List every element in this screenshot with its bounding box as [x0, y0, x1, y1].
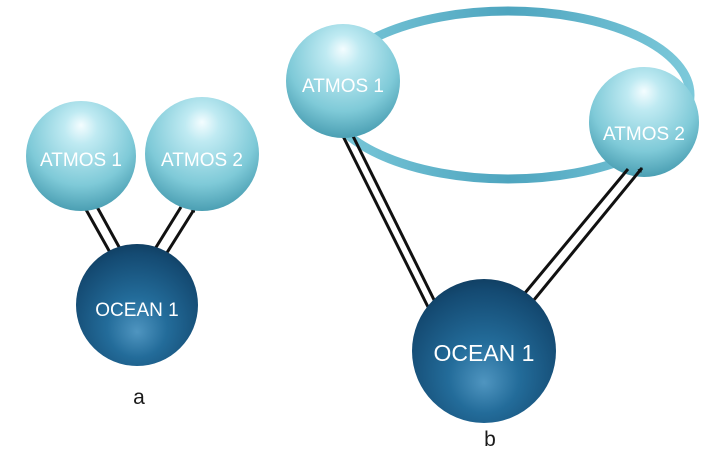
- atmos1-label-a: ATMOS 1: [40, 150, 122, 171]
- atmos1-label-b: ATMOS 1: [302, 76, 384, 97]
- ocean1-label-b: OCEAN 1: [434, 340, 535, 366]
- ocean1-sphere-b: [412, 279, 556, 423]
- panel-label-b: b: [484, 428, 496, 451]
- arrow-b-atmos1-to-ocean: [347, 127, 446, 321]
- diagram-b-arrows: [335, 123, 644, 321]
- arrow-b-ocean-to-atmos2: [518, 167, 644, 318]
- ocean1-sphere-a: [76, 244, 198, 366]
- atmos1-sphere-a: [26, 101, 136, 211]
- atmos2-label-a: ATMOS 2: [161, 150, 243, 171]
- atmos2-sphere-b: [589, 67, 699, 177]
- diagram-b: ATMOS 2 ATMOS 1 OCEAN 1 b: [286, 6, 699, 451]
- atmos1-sphere-b: [286, 24, 400, 138]
- panel-label-a: a: [133, 386, 145, 409]
- diagram-a: ATMOS 1 ATMOS 2 OCEAN 1 a: [26, 97, 259, 409]
- ocean1-label-a: OCEAN 1: [95, 300, 178, 321]
- arrow-a-ocean-to-atmos2: [161, 207, 197, 260]
- atmos2-sphere-a: [145, 97, 259, 211]
- arrow-b-ocean-to-atmos1: [335, 123, 434, 316]
- atmos2-label-b: ATMOS 2: [603, 124, 685, 145]
- arrow-b-atmos2-to-ocean: [508, 168, 630, 312]
- arrow-a-ocean-to-atmos1: [82, 205, 114, 257]
